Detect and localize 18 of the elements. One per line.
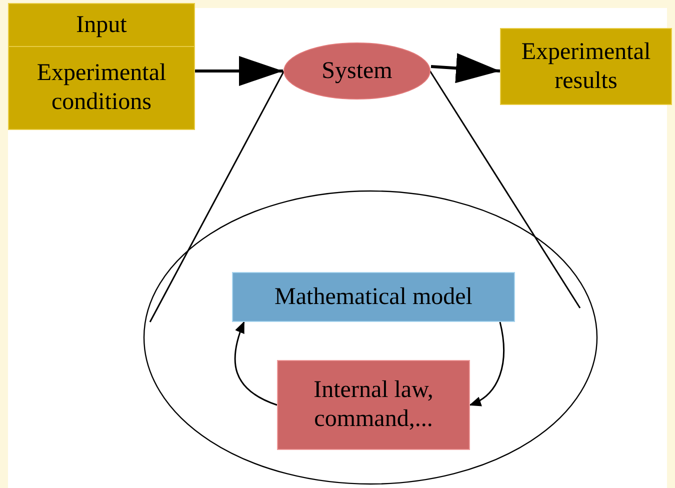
- results-box: [500, 28, 672, 105]
- box-heading: Input: [9, 4, 194, 47]
- arrow: [430, 53, 500, 84]
- node-label: Experimental results: [520, 38, 652, 96]
- arrow: [469, 322, 504, 406]
- connector-line: [429, 70, 581, 308]
- node-label: System: [322, 56, 392, 86]
- node-label: Internal law, command,...: [312, 376, 434, 434]
- input-box: [8, 3, 195, 130]
- model-box: [232, 272, 515, 322]
- law-box: [277, 360, 470, 450]
- arrow: [234, 321, 278, 406]
- system-ellipse: [283, 42, 431, 100]
- zoom-ellipse: [143, 190, 598, 485]
- box-label: Experimental conditions: [36, 59, 168, 117]
- arrow: [195, 56, 283, 86]
- node-label: Mathematical model: [274, 282, 472, 312]
- connector-line: [149, 70, 285, 322]
